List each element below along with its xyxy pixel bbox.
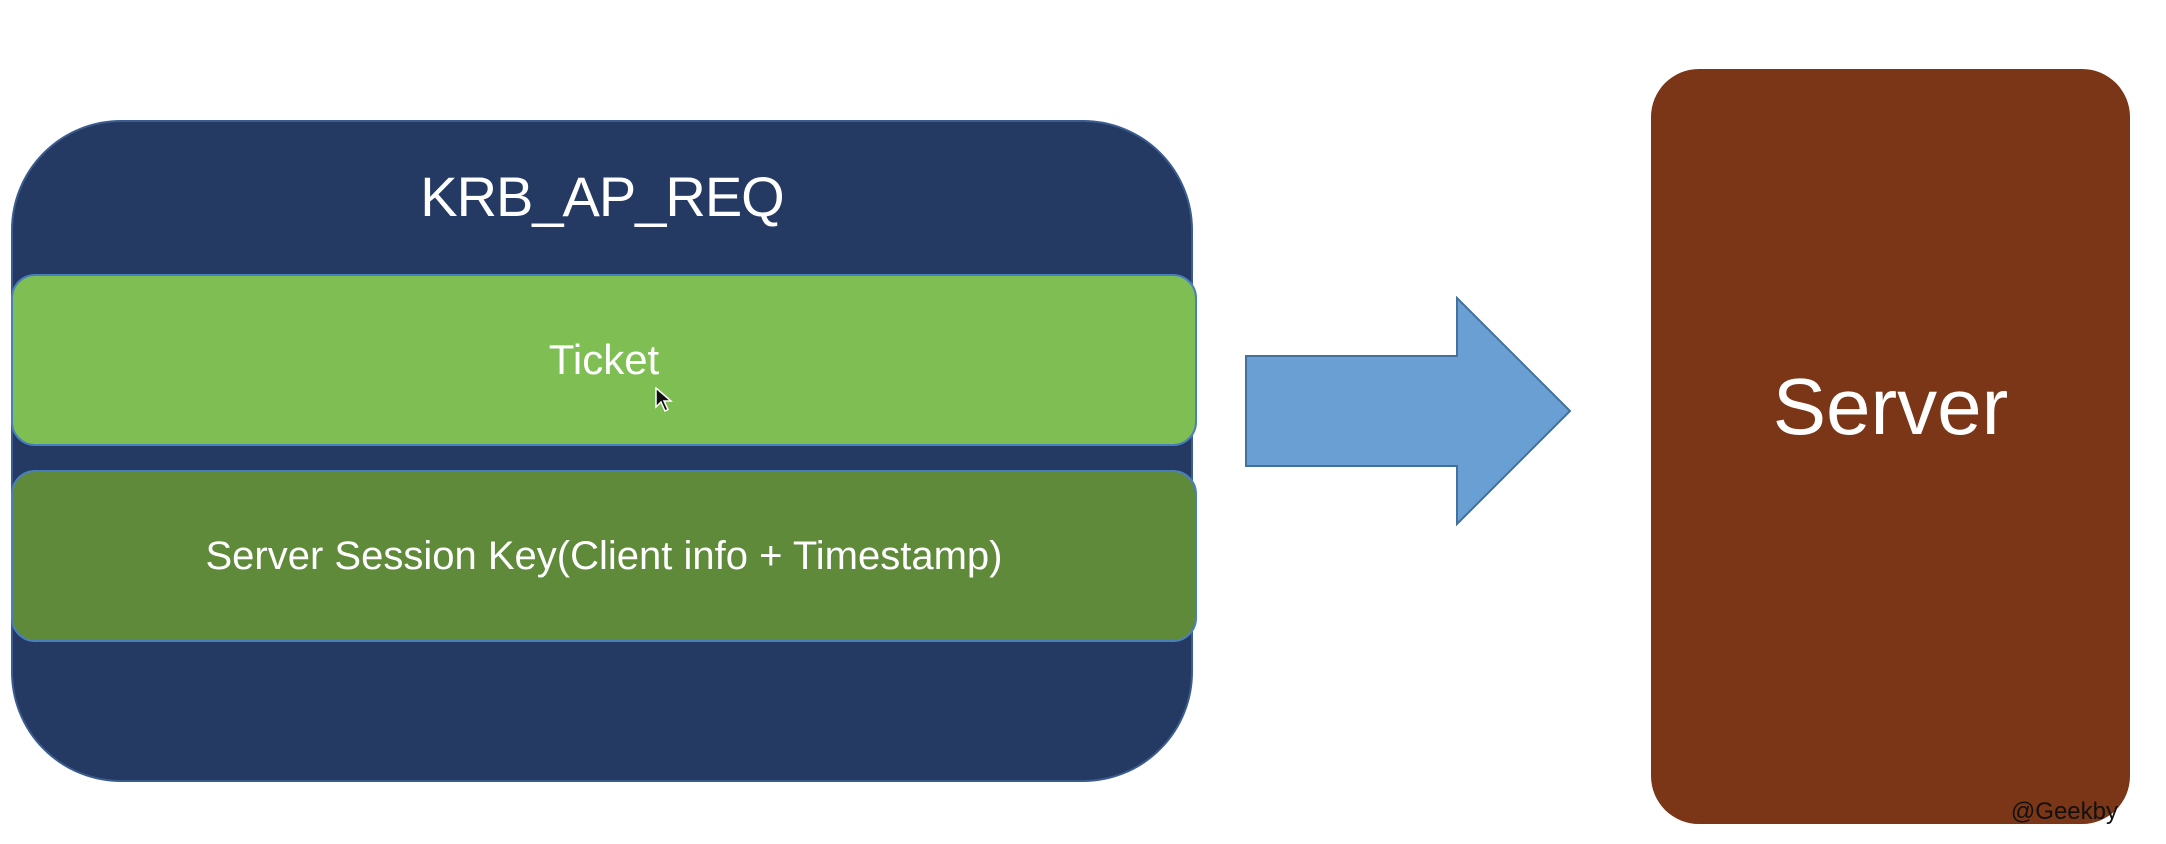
server-label: Server	[1772, 361, 2009, 451]
session-key-label: Server Session Key(Client info + Timesta…	[205, 533, 1003, 578]
session-key-field: Server Session Key(Client info + Timesta…	[11, 470, 1197, 642]
message-title: KRB_AP_REQ	[420, 165, 785, 228]
ticket-field: Ticket	[11, 274, 1197, 446]
ticket-label: Ticket	[548, 336, 660, 383]
watermark: @Geekby	[2010, 798, 2118, 825]
krb-ap-req-message: KRB_AP_REQ	[11, 120, 1193, 782]
server-box: Server	[1651, 69, 2130, 824]
mouse-cursor-icon	[655, 387, 673, 413]
right-arrow-icon	[1245, 296, 1572, 526]
